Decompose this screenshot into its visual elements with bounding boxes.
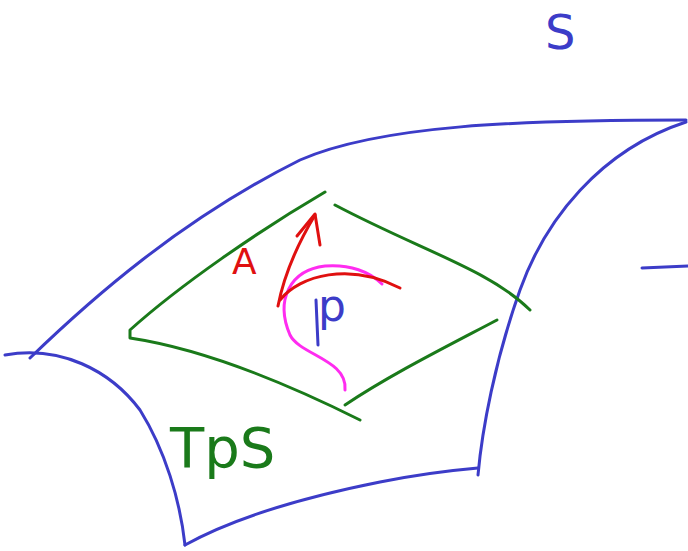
surface-outline: [5, 353, 185, 545]
tangent-plane: [345, 320, 497, 405]
surface-name: S: [545, 8, 575, 56]
surface-outline: [185, 468, 478, 545]
stroke-mark: [642, 266, 688, 268]
arrow-head: [297, 214, 320, 245]
surface-outline: [478, 122, 686, 475]
vector-arrow: [278, 215, 315, 306]
tangent-plane: [335, 205, 530, 310]
point-name: p: [318, 284, 346, 328]
vector-name: A: [232, 244, 257, 280]
tangent-plane-name: TpS: [170, 420, 275, 476]
surface-outline: [30, 120, 686, 358]
point-mark: [316, 300, 318, 345]
tangent-plane: [130, 192, 360, 420]
